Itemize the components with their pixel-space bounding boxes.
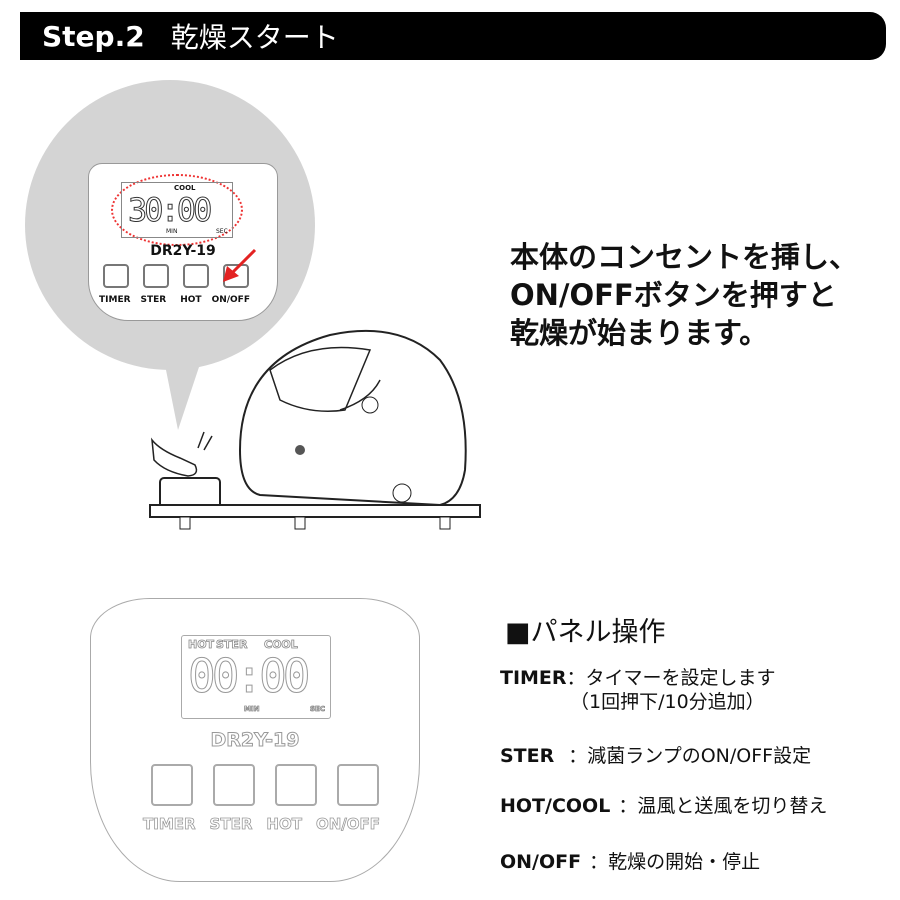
op-key: TIMER [500, 667, 567, 689]
timer-label: TIMER [143, 815, 196, 833]
op-desc: ：温風と送風を切り替え [618, 795, 828, 817]
op-key: ON/OFF [500, 851, 582, 873]
instruction-line: ON/OFFボタンを押すと [510, 278, 837, 312]
step-title: 乾燥スタート [170, 21, 339, 54]
min-label: MIN [166, 228, 178, 235]
zoomed-control-panel: COOL 30:00 MIN SEC DR2Y-19 TIMER STER HO… [88, 163, 278, 321]
op-timer: TIMER：タイマーを設定します（1回押下/10分追加） [500, 666, 776, 714]
lcd-display: COOL 30:00 MIN SEC [121, 182, 233, 238]
instruction-line: 乾燥が始まります。 [510, 316, 769, 350]
timer-button[interactable] [103, 264, 129, 288]
timer-button[interactable] [151, 764, 193, 806]
cool-indicator: COOL [264, 638, 299, 651]
instruction-line: 本体のコンセントを挿し、 [510, 240, 859, 274]
ster-button[interactable] [213, 764, 255, 806]
timer-label: TIMER [99, 295, 131, 305]
op-ster: STER ：減菌ランプのON/OFF設定 [500, 744, 811, 768]
op-key: STER [500, 745, 555, 767]
ster-button[interactable] [143, 264, 169, 288]
op-desc: ：タイマーを設定します [566, 667, 776, 689]
op-desc: ：乾燥の開始・停止 [589, 851, 761, 873]
instruction-text: 本体のコンセントを挿し、 ON/OFFボタンを押すと 乾燥が始まります。 [510, 238, 858, 352]
hot-label: HOT [180, 295, 202, 305]
timer-digits: 00:00 [187, 649, 311, 703]
timer-digits: 30:00 [127, 191, 212, 229]
op-subdesc: （1回押下/10分追加） [570, 691, 765, 713]
hot-indicator: HOT [188, 638, 215, 651]
op-hotcool: HOT/COOL ：温風と送風を切り替え [500, 794, 827, 818]
hot-button[interactable] [183, 264, 209, 288]
hot-button[interactable] [275, 764, 317, 806]
model-name: DR2Y-19 [210, 729, 300, 751]
sec-label: SEC [216, 228, 228, 235]
helmet-dryer-illustration [149, 329, 481, 530]
step-header: Step.2 乾燥スタート [20, 12, 886, 60]
ster-label: STER [209, 815, 253, 833]
display-highlight [111, 174, 243, 246]
op-key: HOT/COOL [500, 795, 611, 817]
op-desc: ：減菌ランプのON/OFF設定 [568, 745, 812, 767]
ster-indicator: STER [216, 638, 248, 651]
hot-label: HOT [266, 815, 302, 833]
step-number: Step.2 [42, 19, 145, 53]
onoff-label: ON/OFF [315, 815, 381, 833]
sec-label: SEC [310, 705, 326, 713]
onoff-button[interactable] [337, 764, 379, 806]
op-onoff: ON/OFF ：乾燥の開始・停止 [500, 850, 760, 874]
onoff-label: ON/OFF [211, 295, 250, 305]
min-label: MIN [244, 705, 260, 713]
arrow-icon [223, 248, 257, 282]
panel-ops-title: ■パネル操作 [505, 617, 666, 648]
ster-label: STER [140, 295, 167, 305]
control-panel-diagram: HOT STER COOL 00:00 MIN SEC DR2Y-19 TIME… [90, 598, 420, 882]
model-name: DR2Y-19 [150, 243, 216, 259]
mode-label: COOL [174, 184, 196, 192]
lcd-display: HOT STER COOL 00:00 MIN SEC [181, 635, 331, 719]
